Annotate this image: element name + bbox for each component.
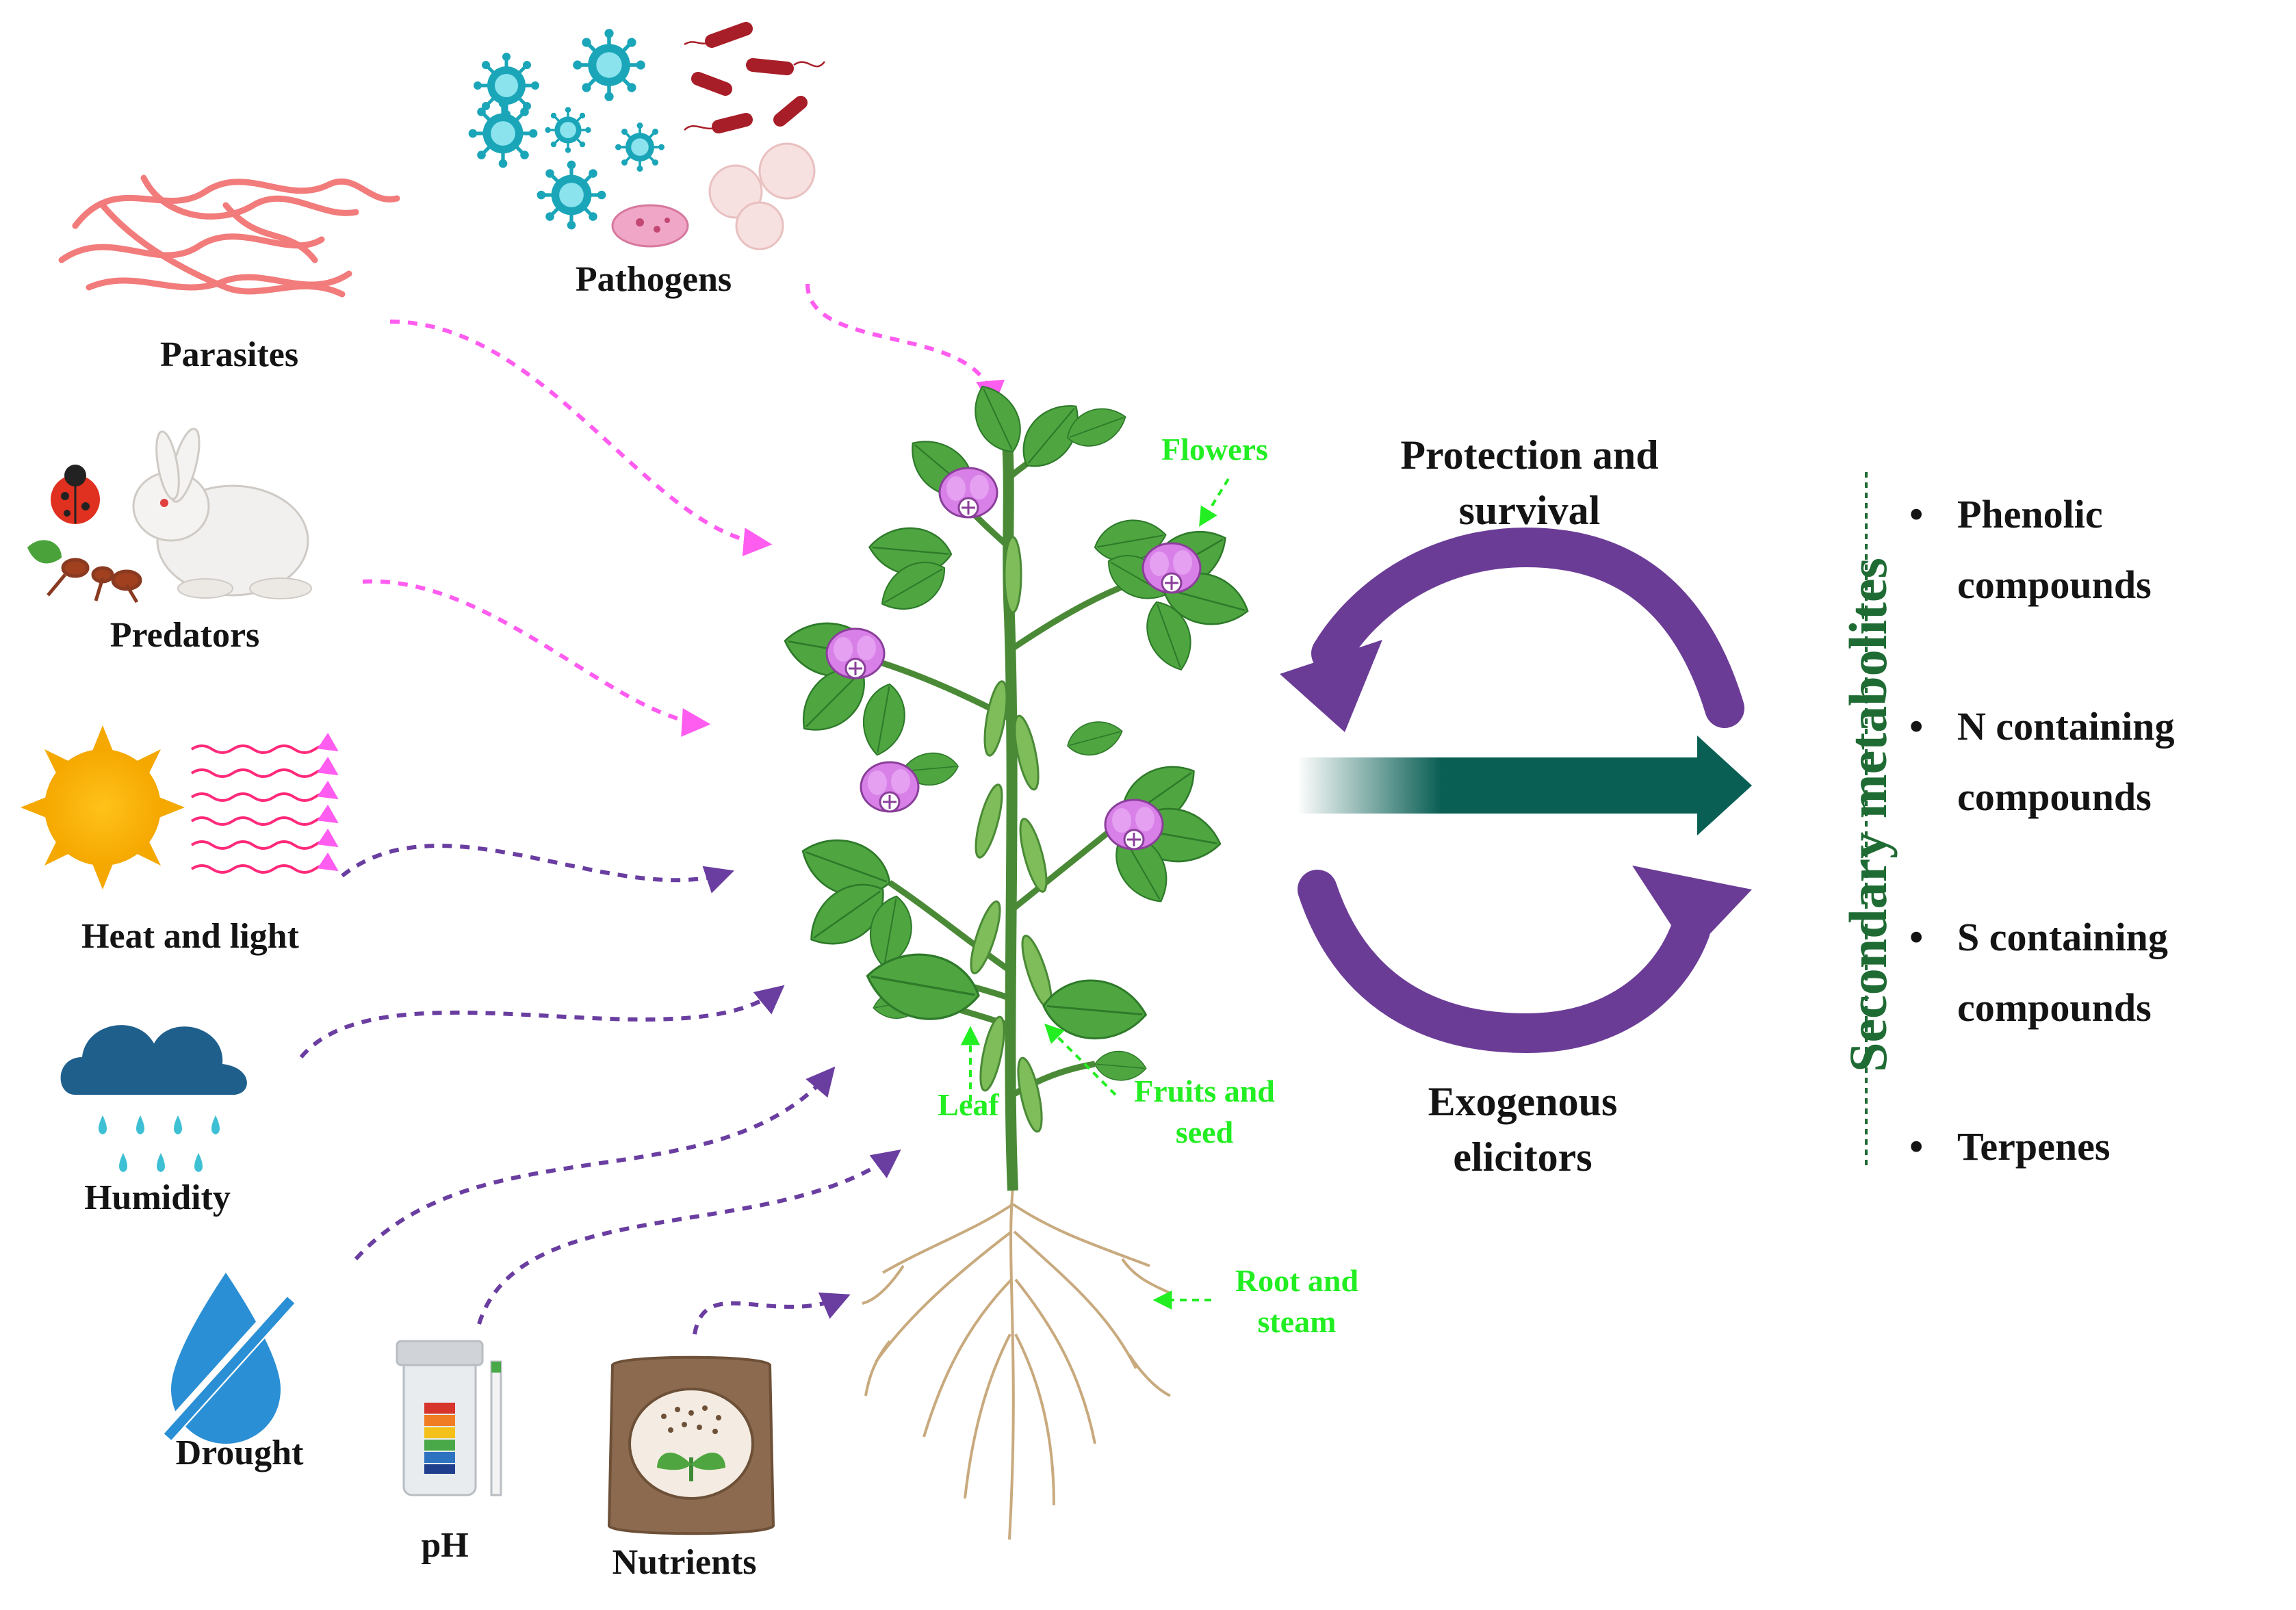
exogenous-elicitors-label: Exogenous elicitors (1428, 1074, 1618, 1185)
fruits-label-line2: seed (1175, 1114, 1234, 1150)
metabolite-line2: compounds (1957, 985, 2152, 1030)
cycle-arrows (1280, 527, 1752, 1054)
humidity-arrow (299, 985, 785, 1059)
pathogens-arrow (805, 283, 1005, 410)
metabolite-item: • N containing compounds (1909, 691, 2175, 832)
metabolite-line1: S containing (1957, 915, 2168, 959)
flowers-pointer (1199, 478, 1230, 527)
plant-illustration (779, 377, 1255, 1540)
metabolite-line1: Terpenes (1957, 1124, 2111, 1169)
root-label-line1: Root and (1235, 1263, 1359, 1298)
predators-icon (27, 428, 312, 603)
elicitors-line1: Exogenous (1428, 1079, 1618, 1124)
drought-arrow (354, 1066, 836, 1261)
metabolite-line1: Phenolic (1957, 492, 2103, 536)
pathogens-label: Pathogens (575, 260, 732, 299)
root-label: Root and steam (1235, 1260, 1358, 1342)
fruits-label: Fruits and seed (1134, 1071, 1275, 1153)
fruits-label-line1: Fruits and (1134, 1074, 1275, 1108)
drought-label: Drought (175, 1433, 304, 1472)
bullet-icon: • (1909, 492, 1924, 536)
protection-line1: Protection and (1400, 432, 1659, 478)
heat-arrow (341, 844, 734, 894)
drought-icon (157, 1273, 295, 1444)
pathogens-icon (469, 22, 825, 250)
heat-light-label: Heat and light (81, 917, 299, 956)
protection-line2: survival (1458, 488, 1601, 533)
root-label-line2: steam (1257, 1303, 1337, 1339)
bullet-icon: • (1909, 1124, 1924, 1169)
ph-label: pH (421, 1526, 469, 1565)
bullet-icon: • (1909, 915, 1924, 959)
ph-kit-icon (396, 1340, 502, 1496)
sun-icon (21, 725, 185, 890)
metabolite-line2: compounds (1957, 775, 2152, 820)
heat-waves-icon (190, 732, 339, 874)
metabolite-line1: N containing (1957, 704, 2175, 749)
protection-survival-label: Protection and survival (1400, 428, 1658, 538)
humidity-label: Humidity (84, 1178, 231, 1217)
parasites-icon (58, 174, 400, 298)
metabolite-item: • Phenolic compounds (1909, 479, 2152, 620)
metabolite-item: • S containing compounds (1909, 902, 2168, 1043)
nutrients-arrow (693, 1292, 851, 1335)
nutrients-label: Nutrients (612, 1543, 757, 1582)
main-stem (1001, 424, 1018, 1191)
elicitors-line2: elicitors (1453, 1134, 1592, 1180)
secondary-metabolites-title: Secondary metabolites (1838, 558, 1898, 1072)
flowers-label: Flowers (1161, 432, 1268, 467)
metabolite-item: • Terpenes (1909, 1111, 2111, 1182)
parasites-label: Parasites (159, 335, 299, 374)
elicitors-arrow (1298, 870, 1710, 1054)
fruits-pointer (1044, 1024, 1117, 1096)
leaf-label: Leaf (938, 1087, 999, 1122)
central-arrow-head (1697, 736, 1752, 835)
metabolite-line2: compounds (1957, 562, 2152, 608)
stress-arrows (299, 283, 1005, 1335)
parasites-arrow (389, 320, 773, 556)
rain-cloud-icon (60, 1025, 247, 1172)
central-arrow-shaft (1297, 757, 1707, 814)
nutrients-bag-icon (607, 1355, 775, 1535)
bullet-icon: • (1909, 704, 1924, 749)
roots (862, 1186, 1171, 1540)
predators-arrow (362, 579, 711, 737)
predators-label: Predators (109, 616, 260, 655)
ph-arrow (477, 1149, 901, 1325)
protection-arrow (1311, 527, 1744, 728)
